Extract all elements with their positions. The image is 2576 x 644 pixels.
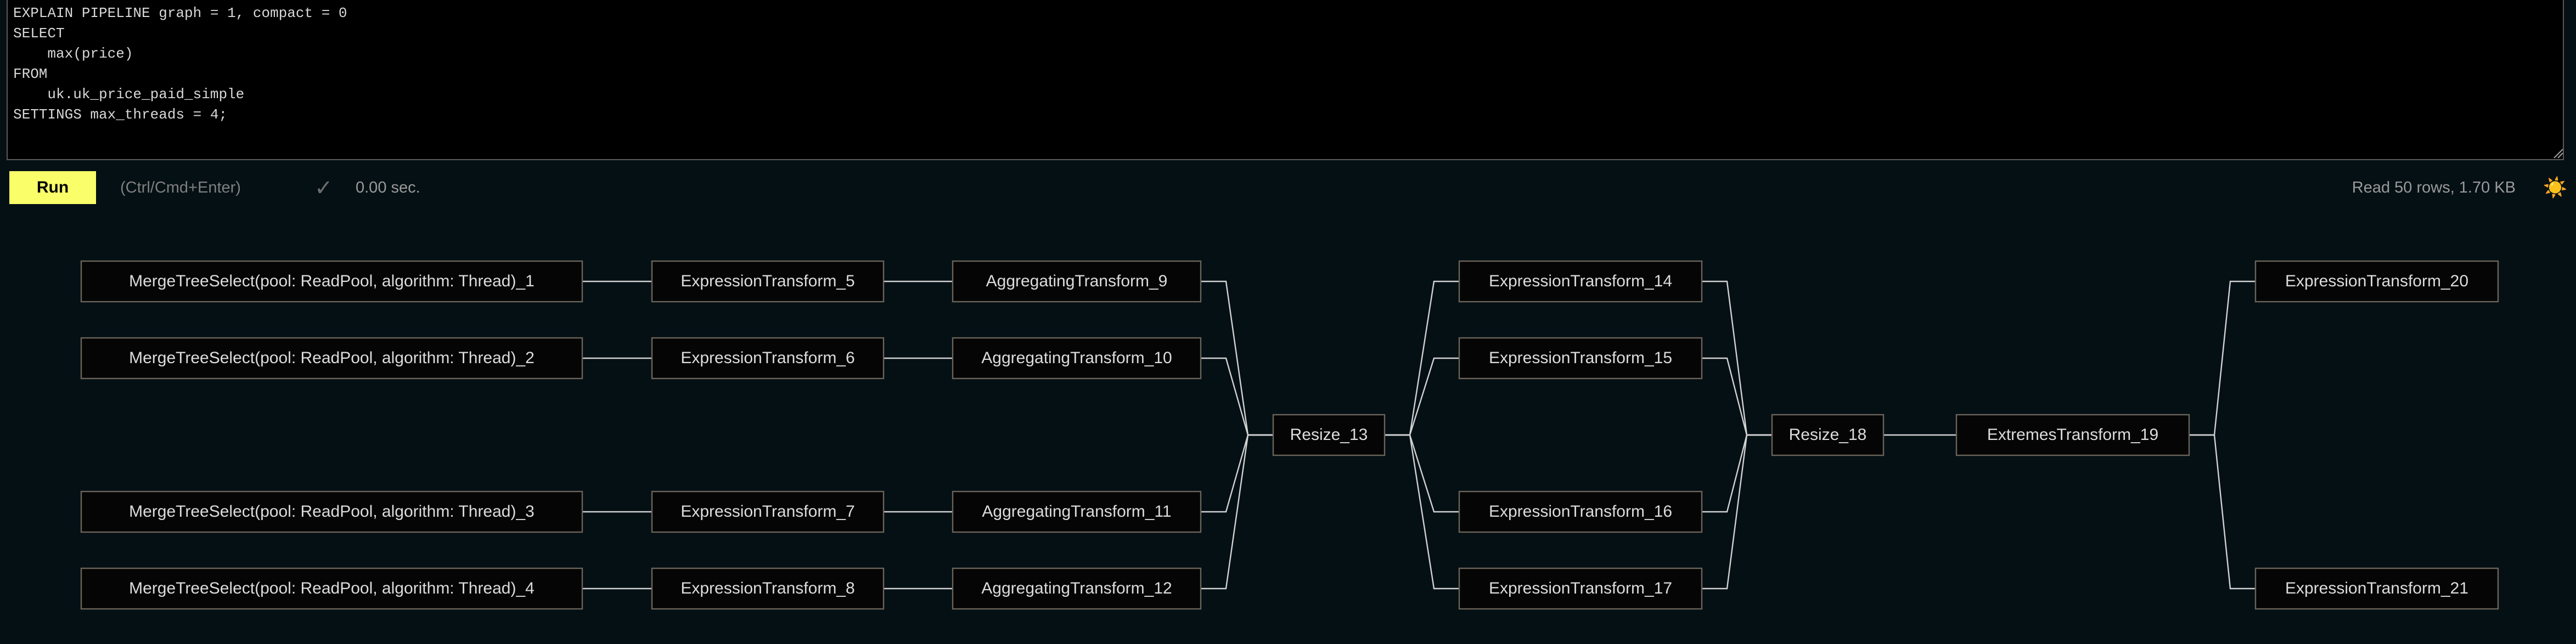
graph-node[interactable]: ExpressionTransform_21 [2254, 567, 2499, 610]
graph-node[interactable]: ExpressionTransform_14 [1458, 260, 1703, 303]
pipeline-graph-canvas: MergeTreeSelect(pool: ReadPool, algorith… [80, 260, 2499, 610]
graph-node-box [1458, 337, 1703, 380]
graph-node-box [651, 567, 885, 610]
graph-node-box [1955, 414, 2190, 456]
graph-node-label: AggregatingTransform_12 [981, 579, 1172, 597]
graph-node-box [651, 490, 885, 533]
elapsed-time-label: 0.00 sec. [356, 179, 420, 196]
graph-node-label: MergeTreeSelect(pool: ReadPool, algorith… [129, 349, 535, 367]
edge-layer [582, 280, 2256, 590]
graph-node[interactable]: MergeTreeSelect(pool: ReadPool, algorith… [80, 260, 583, 303]
graph-node[interactable]: MergeTreeSelect(pool: ReadPool, algorith… [80, 567, 583, 610]
graph-node[interactable]: MergeTreeSelect(pool: ReadPool, algorith… [80, 337, 583, 380]
pipeline-graph: MergeTreeSelect(pool: ReadPool, algorith… [0, 215, 2576, 644]
graph-node-box [1458, 260, 1703, 303]
query-toolbar: Run (Ctrl/Cmd+Enter) ✓ 0.00 sec. Read 50… [0, 162, 2576, 215]
check-icon: ✓ [314, 176, 333, 200]
graph-edge [1385, 434, 1459, 513]
graph-node[interactable]: AggregatingTransform_10 [952, 337, 1202, 380]
graph-node-box [1272, 414, 1386, 456]
graph-node-box [80, 260, 583, 303]
graph-node-label: ExpressionTransform_5 [680, 272, 854, 290]
graph-node-label: AggregatingTransform_11 [982, 502, 1171, 521]
graph-node[interactable]: ExpressionTransform_15 [1458, 337, 1703, 380]
node-layer: MergeTreeSelect(pool: ReadPool, algorith… [80, 260, 2499, 610]
sql-query-input[interactable]: EXPLAIN PIPELINE graph = 1, compact = 0 … [7, 0, 2564, 160]
graph-node-box [651, 260, 885, 303]
sun-icon[interactable]: ☀️ [2543, 176, 2568, 199]
graph-node-label: AggregatingTransform_9 [986, 272, 1168, 290]
graph-node-box [952, 567, 1202, 610]
graph-node[interactable]: ExpressionTransform_16 [1458, 490, 1703, 533]
graph-edge [2189, 280, 2256, 436]
graph-node[interactable]: ExpressionTransform_20 [2254, 260, 2499, 303]
graph-node-label: MergeTreeSelect(pool: ReadPool, algorith… [129, 502, 535, 521]
graph-node-box [952, 260, 1202, 303]
graph-node-box [651, 337, 885, 380]
read-stats-label: Read 50 rows, 1.70 KB [2352, 179, 2516, 196]
graph-node[interactable]: ExtremesTransform_19 [1955, 414, 2190, 456]
graph-node-box [952, 490, 1202, 533]
graph-edge [2189, 434, 2256, 590]
graph-node-label: Resize_13 [1290, 426, 1368, 444]
graph-node[interactable]: ExpressionTransform_17 [1458, 567, 1703, 610]
graph-node[interactable]: ExpressionTransform_5 [651, 260, 885, 303]
graph-node-box [80, 490, 583, 533]
graph-node-box [1458, 567, 1703, 610]
graph-node-label: ExpressionTransform_15 [1489, 349, 1672, 367]
shortcut-hint-label: (Ctrl/Cmd+Enter) [120, 179, 241, 196]
graph-node[interactable]: AggregatingTransform_11 [952, 490, 1202, 533]
graph-node-box [80, 567, 583, 610]
sql-editor-panel: EXPLAIN PIPELINE graph = 1, compact = 0 … [0, 0, 2576, 162]
graph-node-label: ExtremesTransform_19 [1987, 426, 2158, 444]
graph-edge [1385, 357, 1459, 436]
graph-node-box [952, 337, 1202, 380]
graph-node-label: ExpressionTransform_20 [2285, 272, 2468, 290]
graph-node-box [1458, 490, 1703, 533]
graph-node[interactable]: AggregatingTransform_12 [952, 567, 1202, 610]
graph-edge [1702, 434, 1772, 590]
graph-node-label: ExpressionTransform_17 [1489, 579, 1672, 597]
graph-node[interactable]: ExpressionTransform_8 [651, 567, 885, 610]
graph-node-label: ExpressionTransform_7 [680, 502, 854, 521]
graph-edge [1201, 434, 1273, 590]
graph-node[interactable]: AggregatingTransform_9 [952, 260, 1202, 303]
graph-node-box [2254, 567, 2499, 610]
graph-node-label: AggregatingTransform_10 [981, 349, 1172, 367]
graph-node-label: ExpressionTransform_6 [680, 349, 854, 367]
graph-node-label: MergeTreeSelect(pool: ReadPool, algorith… [129, 579, 535, 597]
graph-edge [1201, 357, 1273, 436]
graph-node-label: ExpressionTransform_21 [2285, 579, 2468, 597]
graph-edge [1702, 434, 1772, 513]
graph-node-label: Resize_18 [1789, 426, 1867, 444]
graph-node[interactable]: ExpressionTransform_6 [651, 337, 885, 380]
graph-node-box [80, 337, 583, 380]
graph-node-label: ExpressionTransform_14 [1489, 272, 1672, 290]
graph-node-label: MergeTreeSelect(pool: ReadPool, algorith… [129, 272, 535, 290]
graph-node[interactable]: Resize_13 [1272, 414, 1386, 456]
graph-edge [1385, 434, 1459, 590]
graph-node[interactable]: MergeTreeSelect(pool: ReadPool, algorith… [80, 490, 583, 533]
graph-node-box [2254, 260, 2499, 303]
graph-edge [1702, 357, 1772, 436]
graph-edge [1201, 434, 1273, 513]
graph-node-label: ExpressionTransform_16 [1489, 502, 1672, 521]
graph-node-label: ExpressionTransform_8 [680, 579, 854, 597]
graph-node[interactable]: ExpressionTransform_7 [651, 490, 885, 533]
run-button[interactable]: Run [9, 171, 96, 204]
graph-node-box [1771, 414, 1885, 456]
graph-node[interactable]: Resize_18 [1771, 414, 1885, 456]
